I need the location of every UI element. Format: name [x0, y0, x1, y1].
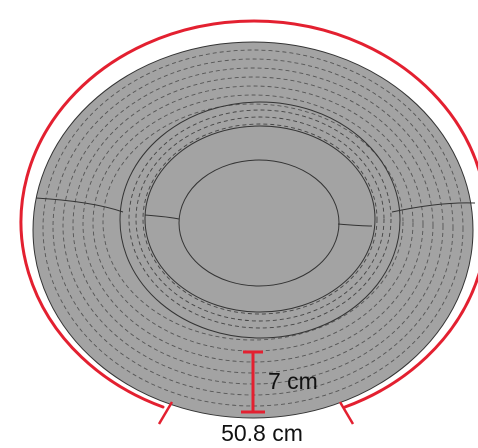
crown-seam-right: [337, 223, 373, 227]
brim-seam-left: [35, 197, 124, 213]
crown-band-outer: [119, 101, 401, 339]
crown-top: [178, 159, 340, 287]
circumference-tick-left: [157, 401, 174, 425]
circumference-tick-right: [338, 401, 355, 425]
brim-seam-right: [391, 202, 476, 213]
circumference-label: 50.8 cm: [221, 420, 303, 446]
crown-band-stitching: [128, 109, 392, 329]
crown-seam-left: [144, 214, 180, 220]
brim-width-marker: [241, 350, 265, 414]
circumference-arc: [19, 19, 478, 409]
brim-width-label: 7 cm: [268, 368, 318, 394]
crown-band-inner: [144, 125, 376, 313]
